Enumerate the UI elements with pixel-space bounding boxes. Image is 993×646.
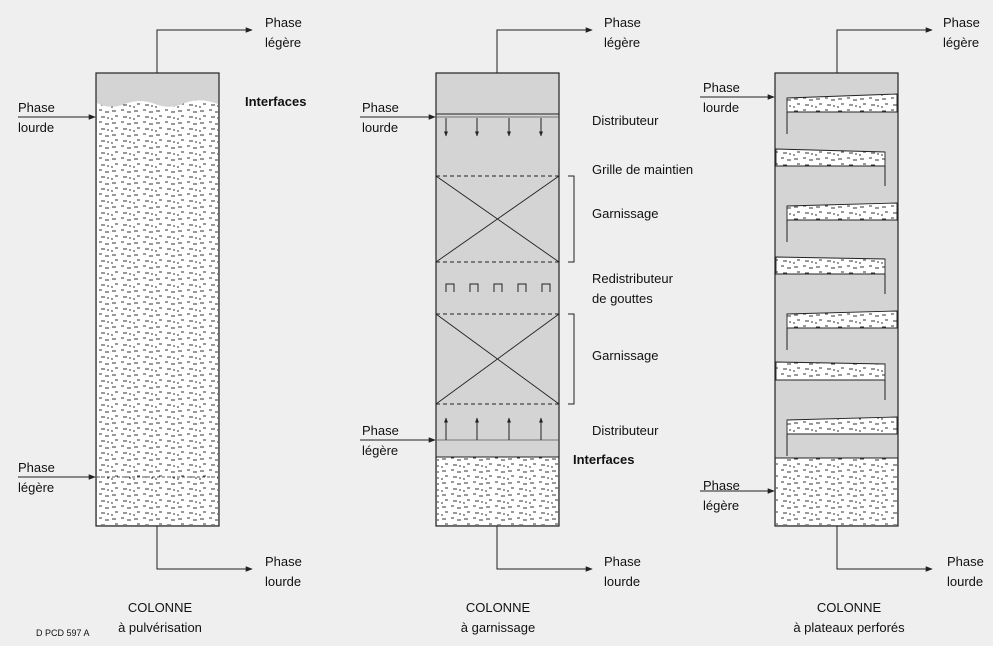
column-packed-packing-1-cross-b (435, 175, 560, 263)
column-packed-redistributor-label-2: de gouttes (592, 291, 653, 306)
column-packed-top-out-label-2: légère (604, 35, 640, 50)
column-packed-packing-2-label: Garnissage (592, 348, 658, 363)
column-tray-top-out-label-1: Phase (943, 15, 980, 30)
column-tray-subtitle: à plateaux perforés (793, 620, 905, 635)
column-packed-support-grid-label: Grille de maintien (592, 162, 693, 177)
column-packed-subtitle: à garnissage (461, 620, 535, 635)
column-packed-bottom-outlet-arrow (496, 526, 593, 572)
column-tray-bottom-out-label-1: Phase (947, 554, 984, 569)
column-packed-bottom-distributor (444, 417, 543, 440)
column-tray-plates (775, 93, 898, 456)
column-packed-title: COLONNE (466, 600, 531, 615)
column-packed-liquid (437, 457, 558, 525)
column-spray-subtitle: à pulvérisation (118, 620, 202, 635)
column-packed-redistributor-label-1: Redistributeur (592, 271, 674, 286)
column-spray-bottom-in-label-1: Phase (18, 460, 55, 475)
column-spray: Phase légère Phase lourde Interfaces Pha… (18, 15, 306, 635)
column-spray-bottom-in-label-2: légère (18, 480, 54, 495)
column-tray-liquid (776, 458, 897, 525)
column-spray-title: COLONNE (128, 600, 193, 615)
column-packed-interfaces-label: Interfaces (573, 452, 634, 467)
column-tray-top-in-label-2: lourde (703, 100, 739, 115)
column-packed-top-outlet-arrow (496, 27, 593, 73)
column-packed-bracket-1 (568, 175, 575, 263)
column-tray-bottom-in-label-2: légère (703, 498, 739, 513)
tray-2 (775, 148, 886, 167)
column-spray-interfaces-label: Interfaces (245, 94, 306, 109)
column-spray-top-outlet-arrow (156, 27, 253, 73)
column-packed-top-distributor (444, 118, 543, 137)
column-spray-bottom-outlet-arrow (156, 526, 253, 572)
column-spray-top-in-label-1: Phase (18, 100, 55, 115)
column-packed-bottom-in-label-2: légère (362, 443, 398, 458)
column-packed-distributor-bottom-label: Distributeur (592, 423, 659, 438)
figure-reference: D PCD 597 A (36, 628, 90, 638)
column-packed-top-in-label-1: Phase (362, 100, 399, 115)
column-packed-bracket-2 (568, 313, 575, 405)
column-packed-packing-1-label: Garnissage (592, 206, 658, 221)
column-spray-top-out-label-2: légère (265, 35, 301, 50)
column-tray-title: COLONNE (817, 600, 882, 615)
column-tray-top-out-label-2: légère (943, 35, 979, 50)
column-tray-top-outlet-arrow (836, 27, 933, 73)
column-packed-packing-2-cross-b (435, 313, 560, 405)
tray-1 (786, 93, 898, 113)
tray-3 (786, 202, 898, 221)
column-spray-bottom-out-label-2: lourde (265, 574, 301, 589)
tray-4 (775, 256, 886, 275)
column-spray-liquid (97, 100, 218, 525)
column-spray-top-in-label-2: lourde (18, 120, 54, 135)
tray-6 (775, 361, 886, 381)
column-packed: Phase légère Phase lourde Distributeur G… (360, 15, 693, 635)
tray-5 (786, 310, 898, 329)
column-tray-bottom-outlet-arrow (836, 526, 933, 572)
column-packed-distributor-top-label: Distributeur (592, 113, 659, 128)
column-tray-bottom-out-label-2: lourde (947, 574, 983, 589)
column-spray-top-out-label-1: Phase (265, 15, 302, 30)
column-packed-bottom-in-label-1: Phase (362, 423, 399, 438)
column-spray-bottom-out-label-1: Phase (265, 554, 302, 569)
column-packed-bottom-out-label-2: lourde (604, 574, 640, 589)
column-packed-top-in-label-2: lourde (362, 120, 398, 135)
column-packed-top-out-label-1: Phase (604, 15, 641, 30)
column-sieve-tray: Phase légère Phase lourde Phase légère P… (700, 15, 984, 635)
tray-7 (786, 416, 898, 435)
column-packed-redistributor (445, 283, 551, 292)
column-packed-bottom-out-label-1: Phase (604, 554, 641, 569)
column-tray-bottom-in-label-1: Phase (703, 478, 740, 493)
column-tray-top-in-label-1: Phase (703, 80, 740, 95)
column-tray-shell (774, 72, 899, 527)
